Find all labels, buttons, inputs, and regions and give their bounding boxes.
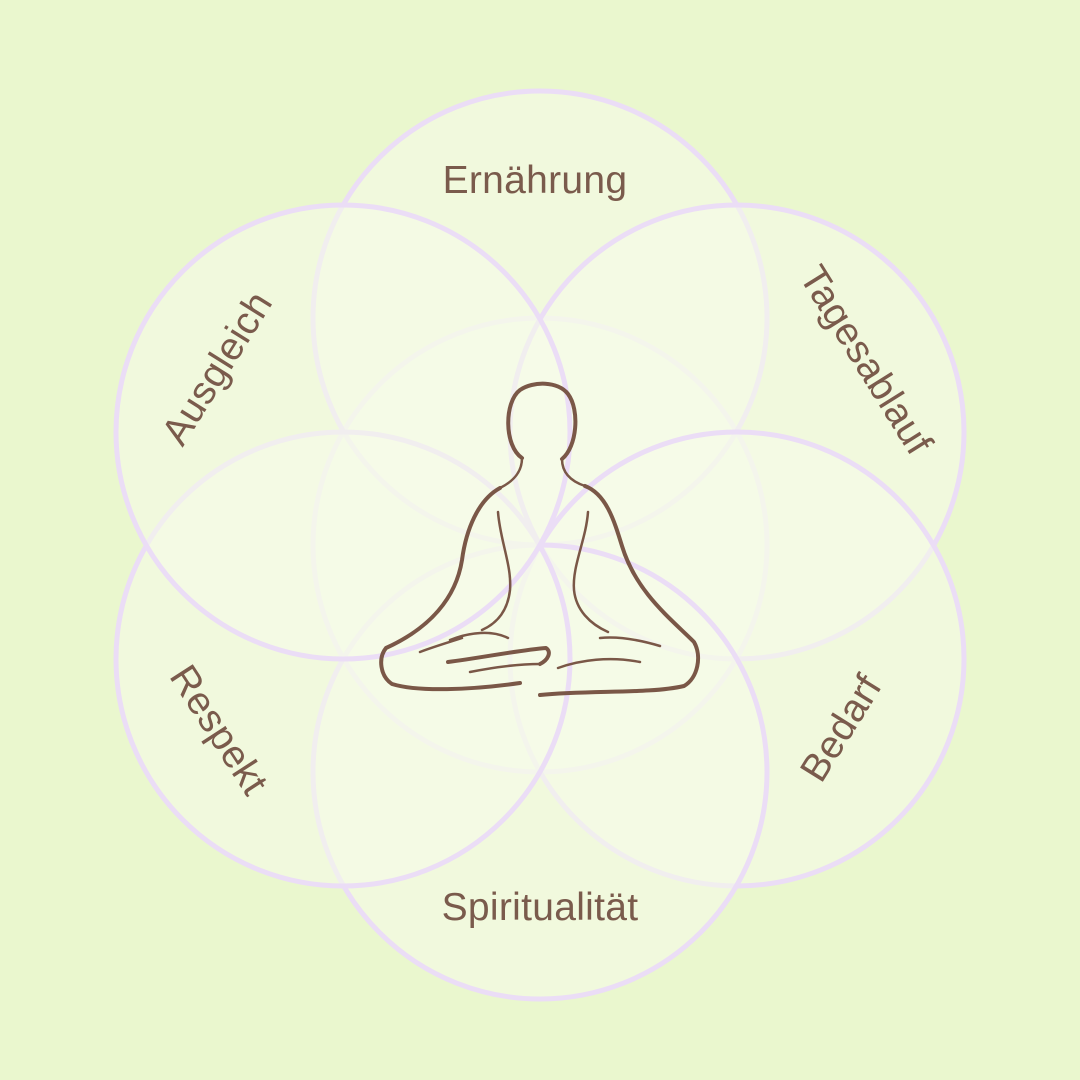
meditating-person-icon — [379, 381, 701, 697]
label-top: Ernährung — [443, 159, 628, 202]
circle-upper-left — [113, 202, 573, 662]
label-bottom: Spiritualität — [442, 886, 639, 929]
